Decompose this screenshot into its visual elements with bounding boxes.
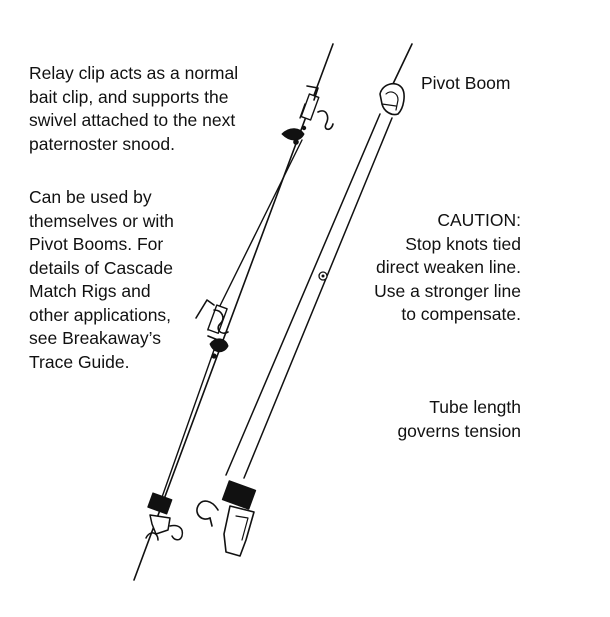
text-line: swivel attached to the next [29,110,236,130]
pivot-boom-top-fitting [379,82,405,116]
text-line: Use a stronger line [374,280,521,301]
text-line: direct weaken line. [376,257,521,277]
text-line: Tube length [429,397,521,417]
tube-length-note: Tube length governs tension [397,396,521,443]
relay-clip-note: Relay clip acts as a normal bait clip, a… [29,62,238,156]
text-line: bait clip, and supports the [29,86,229,107]
middle-relay-clip [195,299,229,349]
text-line: Stop knots tied [405,233,521,254]
text-line: Match Rigs and [29,281,151,301]
text-line: other applications, [29,304,172,325]
stop-knot [318,271,328,281]
text-line: to compensate. [401,304,521,324]
main-line-right [391,43,413,87]
upper-relay-clip [299,85,334,131]
snood-line [160,139,303,501]
text-line: paternoster snood. [29,133,175,154]
text-line: see Breakaway’s [29,328,161,348]
usage-note: Can be used by themselves or with Pivot … [29,186,174,374]
caution-heading: CAUTION: [437,210,521,230]
pivot-boom-tube [225,113,393,479]
middle-swivel [209,338,229,359]
pivot-boom-bottom-fitting [221,480,257,557]
text-line: governs tension [397,420,521,441]
text-line: details of Cascade [29,257,173,278]
text-line: Relay clip acts as a normal [29,63,239,83]
caution-note: CAUTION: Stop knots tied direct weaken l… [374,209,521,327]
text-line: Can be used by [29,187,152,207]
lower-bait-clip [145,492,184,541]
text-line: themselves or with [29,210,174,231]
upper-swivel [281,125,307,145]
text-line: Trace Guide. [29,351,130,372]
pivot-boom-label: Pivot Boom [421,73,511,93]
text-line: Pivot Booms. For [29,234,164,254]
pivot-boom-bait-clip [196,500,219,527]
